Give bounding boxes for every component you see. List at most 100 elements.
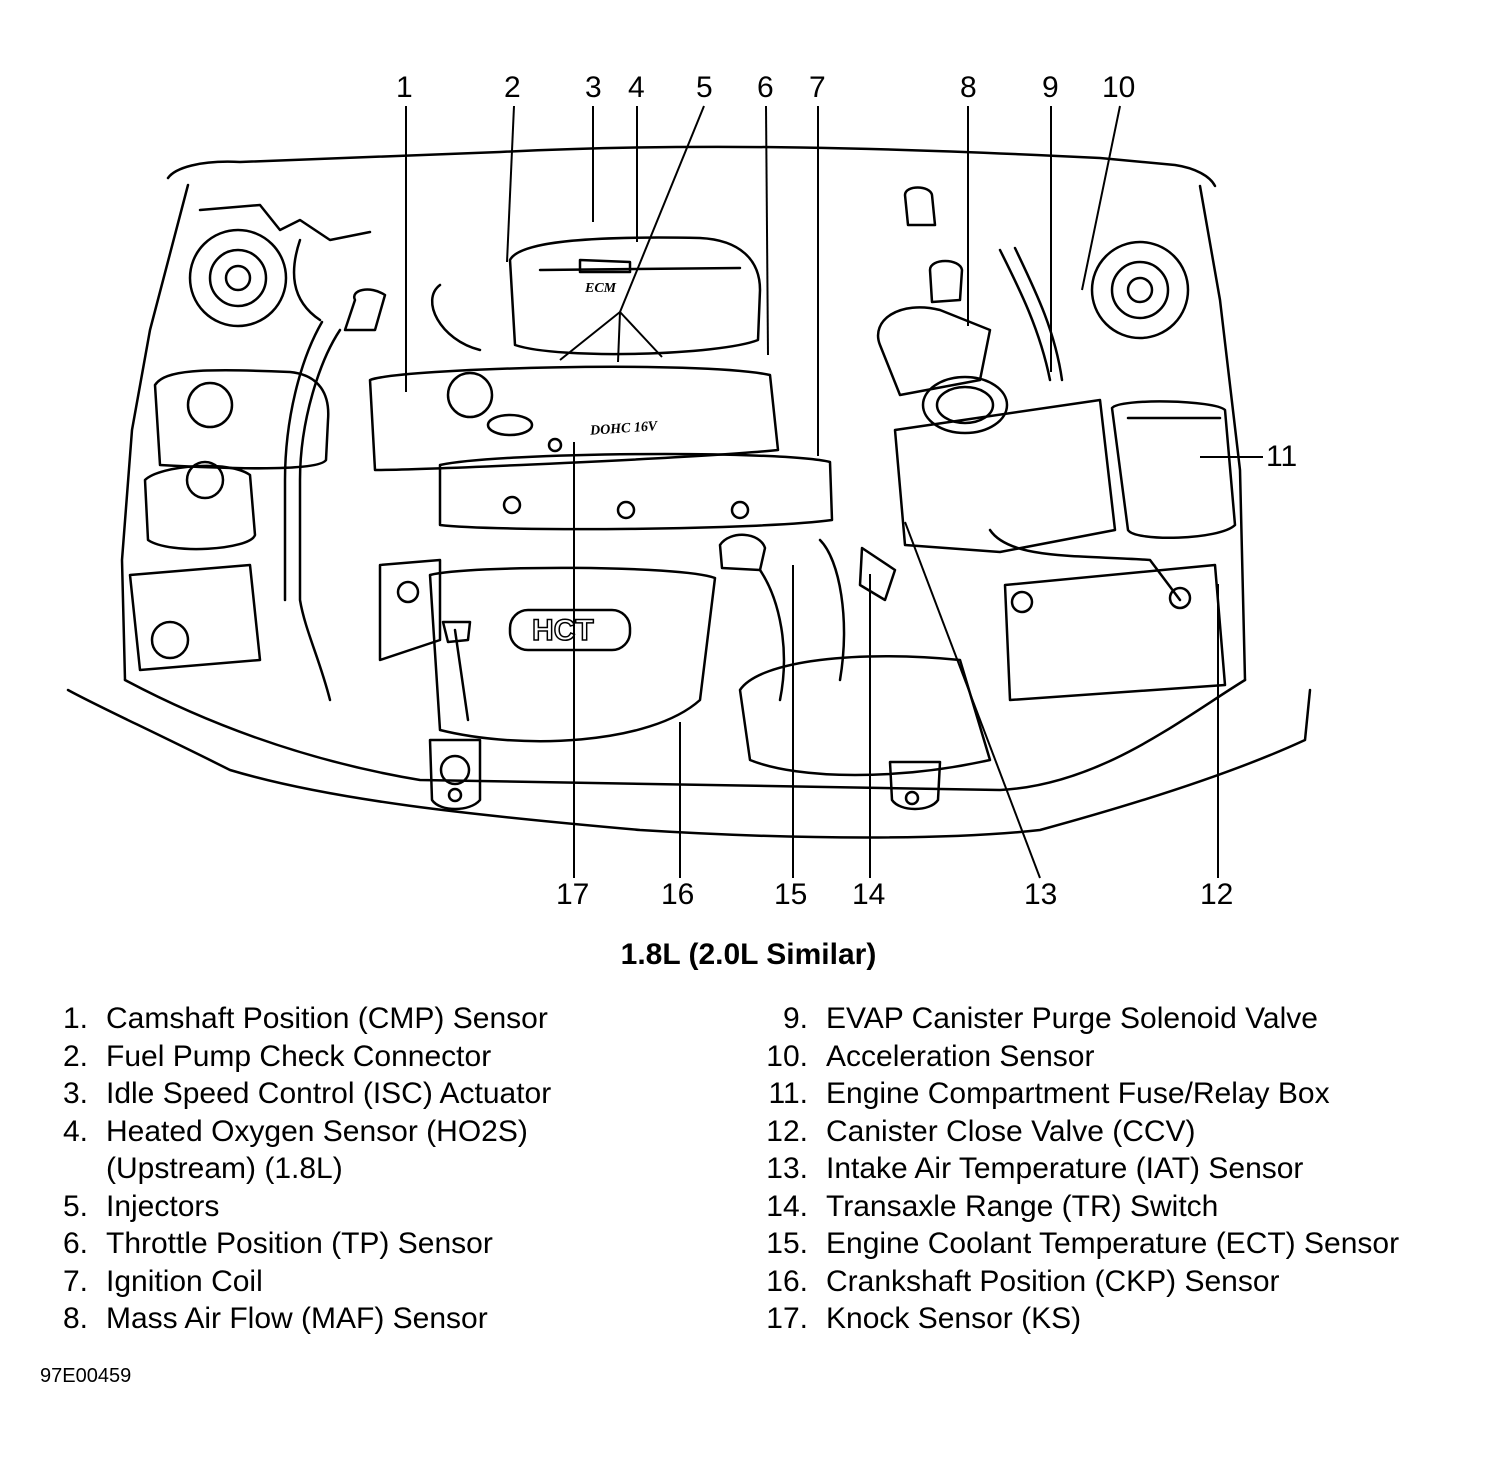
reservoir-left: [153, 368, 330, 470]
left-strut-tower: [188, 228, 288, 328]
engine-compartment-diagram: DOHC 16V ECM HCT: [66, 105, 1312, 879]
legend-text: Fuel Pump Check Connector: [106, 1039, 492, 1073]
legend-text: Engine Compartment Fuse/Relay Box: [826, 1077, 1330, 1110]
leader-5c: [617, 311, 621, 363]
legend-number: 1.: [62, 1002, 88, 1035]
legend-number: 17.: [766, 1302, 808, 1335]
brake-master: [143, 464, 257, 551]
callout-13: 13: [1024, 878, 1058, 911]
legend-item: 7.Ignition Coil: [20, 1263, 720, 1301]
evap-purge-lines: [998, 248, 1052, 382]
legend-item: (Upstream) (1.8L): [20, 1150, 720, 1188]
legend-number: 3.: [62, 1077, 88, 1110]
leader-5b: [559, 311, 621, 361]
battery: [1003, 563, 1227, 702]
callout-17: 17: [556, 878, 590, 911]
legend-text: Knock Sensor (KS): [826, 1302, 1082, 1335]
legend-number: 8.: [62, 1302, 88, 1335]
legend-text: Acceleration Sensor: [826, 1039, 1095, 1073]
figure-id: 97E00459: [40, 1365, 132, 1387]
legend-text: EVAP Canister Purge Solenoid Valve: [826, 1002, 1318, 1035]
intake-plenum: [508, 236, 762, 356]
valve-cover-logo: DOHC 16V: [589, 419, 660, 439]
legend-number: 9.: [782, 1002, 808, 1035]
block-logo: HCT: [532, 614, 594, 647]
legend-item: 3. Idle Speed Control (ISC) Actuator: [20, 1075, 720, 1113]
oil-fill-cap: [446, 371, 494, 419]
legend-item: 16. Crankshaft Position (CKP) Sensor: [740, 1263, 1490, 1301]
legend-text: Engine Coolant Temperature (ECT) Sensor: [826, 1227, 1400, 1260]
legend-number: 5.: [62, 1189, 88, 1223]
legend-number: 12.: [766, 1114, 808, 1148]
leader-13: [904, 521, 1041, 879]
legend-item: 5. Injectors: [20, 1188, 720, 1226]
fuse-relay-box: [1110, 400, 1237, 540]
legend-text: (Upstream) (1.8L): [106, 1152, 343, 1185]
callout-14: 14: [852, 878, 886, 911]
leader-5d: [619, 311, 663, 358]
callout-12: 12: [1200, 878, 1234, 911]
callout-4: 4: [628, 71, 645, 104]
legend-text: Mass Air Flow (MAF) Sensor: [106, 1302, 488, 1335]
legend-left-column: 1. Camshaft Position (CMP) Sensor 2. Fuel …: [20, 1000, 720, 1338]
legend-text: Camshaft Position (CMP) Sensor: [106, 1002, 548, 1035]
legend-text: Intake Air Temperature (IAT) Sensor: [826, 1152, 1304, 1185]
legend-right-column: 9. EVAP Canister Purge Solenoid Valve 10.…: [740, 1000, 1490, 1338]
right-strut-tower: [1090, 240, 1190, 340]
legend-text: Idle Speed Control (ISC) Actuator: [106, 1077, 552, 1110]
legend-text: Transaxle Range (TR) Switch: [826, 1189, 1219, 1223]
legend-text: Ignition Coil: [106, 1264, 263, 1298]
legend-item: 17. Knock Sensor (KS): [740, 1300, 1490, 1338]
legend-item: 10. Acceleration Sensor: [740, 1038, 1490, 1076]
valve-cover: [368, 365, 780, 472]
legend-number: [20, 1150, 88, 1188]
callout-6: 6: [757, 71, 774, 104]
transaxle-case: [738, 655, 992, 777]
legend-item: 15. Engine Coolant Temperature (ECT) Sens…: [740, 1225, 1490, 1263]
legend-number: 15.: [766, 1227, 808, 1260]
callout-16: 16: [661, 878, 695, 911]
leader-10: [1081, 105, 1121, 291]
legend-item: 12. Canister Close Valve (CCV): [740, 1113, 1490, 1151]
callout-1: 1: [396, 71, 413, 104]
legend-text: Throttle Position (TP) Sensor: [106, 1227, 493, 1260]
radiator-support: [123, 678, 1247, 792]
ecu-logo: ECM: [584, 281, 617, 296]
legend-number: 16.: [766, 1264, 808, 1298]
legend-text: Injectors: [106, 1189, 220, 1223]
hood-outline: [166, 145, 1217, 188]
leader-2: [506, 105, 515, 263]
legend-number: 6.: [62, 1227, 88, 1260]
cam-housing: [438, 452, 834, 531]
legend-item: 14. Transaxle Range (TR) Switch: [740, 1188, 1490, 1226]
legend-number: 2.: [62, 1039, 88, 1073]
legend-text: Crankshaft Position (CKP) Sensor: [826, 1264, 1280, 1298]
legend-item: 8. Mass Air Flow (MAF) Sensor: [20, 1300, 720, 1338]
figure-caption: 1.8L (2.0L Similar): [620, 938, 877, 971]
legend-item: 11. Engine Compartment Fuse/Relay Box: [740, 1075, 1490, 1113]
legend-item: 13. Intake Air Temperature (IAT) Sensor: [740, 1150, 1490, 1188]
callout-10: 10: [1102, 71, 1136, 104]
legend-text: Heated Oxygen Sensor (HO2S): [106, 1114, 528, 1148]
callout-5: 5: [696, 71, 713, 104]
engine-mount: [428, 738, 482, 811]
legend-number: 13.: [766, 1152, 808, 1185]
callout-3: 3: [585, 71, 602, 104]
upper-radiator-hose: [298, 328, 342, 702]
legend-number: 11.: [768, 1077, 808, 1110]
body-right-fender: [1198, 184, 1247, 682]
callout-15: 15: [774, 878, 808, 911]
legend-item: 9. EVAP Canister Purge Solenoid Valve: [740, 1000, 1490, 1038]
body-left-fender: [120, 183, 190, 682]
legend-item: 2. Fuel Pump Check Connector: [20, 1038, 720, 1076]
legend-item: 6. Throttle Position (TP) Sensor: [20, 1225, 720, 1263]
front-bumper-outline: [66, 688, 1312, 839]
air-cleaner-box: [893, 398, 1117, 554]
legend-number: 4.: [62, 1114, 88, 1148]
callout-7: 7: [809, 71, 826, 104]
legend-number: 10.: [766, 1039, 808, 1073]
legend-number: 14.: [766, 1189, 808, 1223]
legend-item: 4. Heated Oxygen Sensor (HO2S): [20, 1113, 720, 1151]
abs-unit: [128, 563, 262, 672]
legend-text: Canister Close Valve (CCV): [826, 1114, 1196, 1148]
